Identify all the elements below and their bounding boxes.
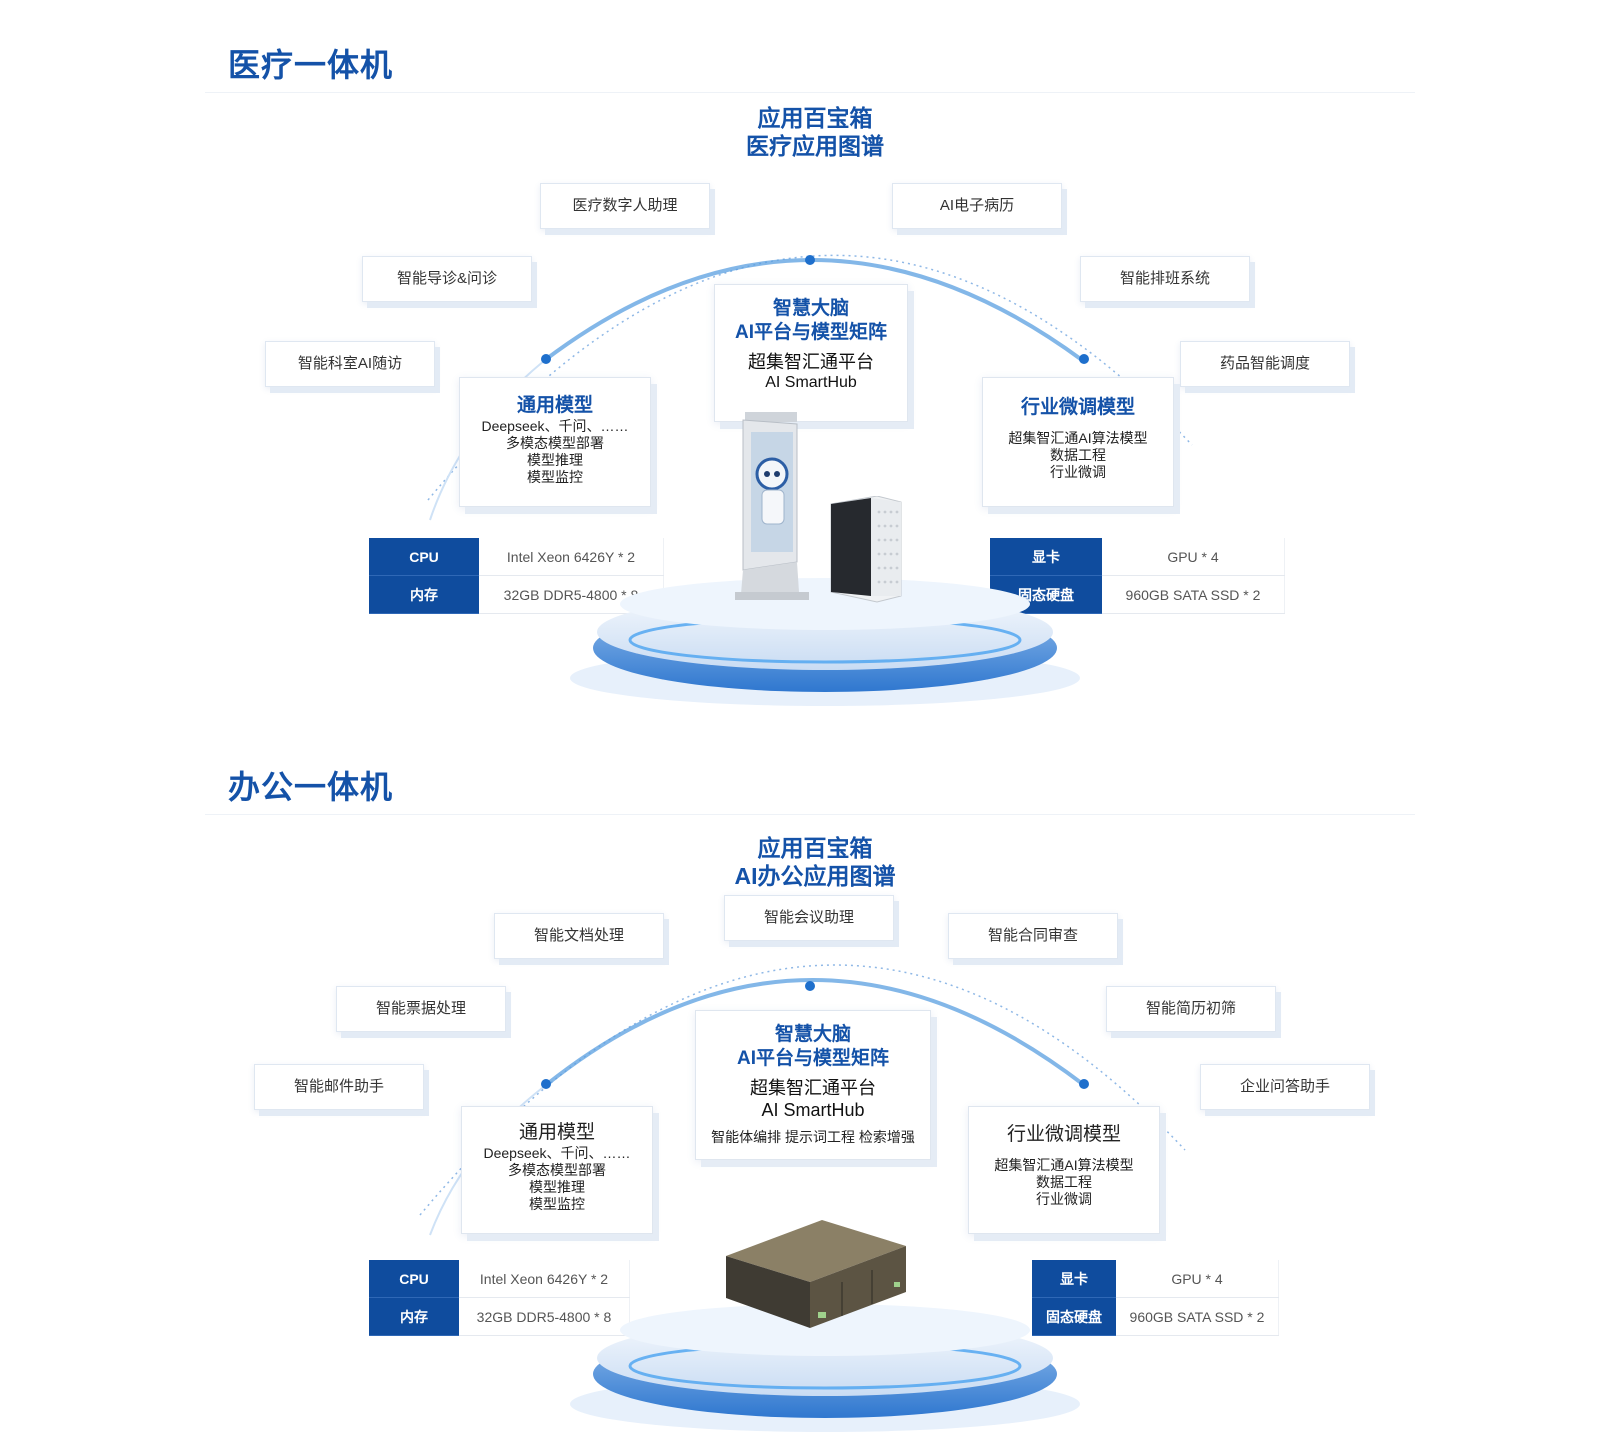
tower-server-device (827, 496, 907, 606)
toolbox-header: 应用百宝箱 AI办公应用图谱 (660, 834, 970, 890)
general-model-panel: 通用模型 Deepseek、千问、…… 多模态模型部署 模型推理 模型监控 (459, 377, 651, 507)
app-card[interactable]: 医疗数字人助理 (540, 183, 710, 229)
app-card[interactable]: 智能票据处理 (336, 986, 506, 1032)
toolbox-subtitle: AI办公应用图谱 (660, 862, 970, 890)
app-card[interactable]: 智能合同审查 (948, 913, 1118, 959)
digital-kiosk-device (735, 412, 825, 612)
industry-model-panel: 行业微调模型 超集智汇通AI算法模型 数据工程 行业微调 (982, 377, 1174, 507)
general-model-line: Deepseek、千问、…… (462, 1145, 652, 1162)
center-platform-en: AI SmartHub (715, 373, 907, 392)
spec-key: 内存 (369, 1298, 459, 1336)
arc-node-top (805, 981, 815, 991)
general-model-line: 模型监控 (462, 1196, 652, 1213)
general-model-line: Deepseek、千问、…… (460, 418, 650, 435)
spec-value: GPU * 4 (1102, 538, 1285, 576)
compact-server-device (722, 1220, 912, 1340)
app-card[interactable]: 药品智能调度 (1180, 341, 1350, 387)
toolbox-subtitle: 医疗应用图谱 (660, 132, 970, 160)
arc-node-left (541, 354, 551, 364)
app-card[interactable]: 智能科室AI随访 (265, 341, 435, 387)
spec-key: 内存 (369, 576, 479, 614)
center-brain-panel: 智慧大脑 AI平台与模型矩阵 超集智汇通平台 AI SmartHub (714, 284, 908, 422)
spec-key: CPU (369, 1260, 459, 1298)
center-brain-panel: 智慧大脑 AI平台与模型矩阵 超集智汇通平台 AI SmartHub 智能体编排… (695, 1010, 931, 1160)
industry-model-line: 行业微调 (983, 464, 1173, 481)
general-model-line: 模型推理 (462, 1179, 652, 1196)
app-card[interactable]: 企业问答助手 (1200, 1064, 1370, 1110)
arc-node-left (541, 1079, 551, 1089)
center-platform-en: AI SmartHub (696, 1099, 930, 1121)
industry-model-line: 行业微调 (969, 1191, 1159, 1208)
general-model-title: 通用模型 (460, 394, 650, 418)
center-platform-name: 超集智汇通平台 (696, 1077, 930, 1099)
app-card[interactable]: 智能邮件助手 (254, 1064, 424, 1110)
center-subtitle: AI平台与模型矩阵 (696, 1047, 930, 1071)
section-medical: 医疗一体机 应用百宝箱 医疗应用图谱 医疗数字人助理 AI电子病历 智能导诊&问… (0, 0, 1620, 720)
industry-model-panel: 行业微调模型 超集智汇通AI算法模型 数据工程 行业微调 (968, 1106, 1160, 1234)
arc-node-right (1079, 1079, 1089, 1089)
industry-model-line: 数据工程 (969, 1174, 1159, 1191)
app-card[interactable]: 智能文档处理 (494, 913, 664, 959)
app-card[interactable]: AI电子病历 (892, 183, 1062, 229)
industry-model-line: 数据工程 (983, 447, 1173, 464)
toolbox-header: 应用百宝箱 医疗应用图谱 (660, 104, 970, 160)
center-title: 智慧大脑 (715, 297, 907, 321)
general-model-line: 模型推理 (460, 452, 650, 469)
center-title: 智慧大脑 (696, 1023, 930, 1047)
spec-value: 960GB SATA SSD * 2 (1116, 1298, 1279, 1336)
spec-key: CPU (369, 538, 479, 576)
industry-model-title: 行业微调模型 (969, 1123, 1159, 1147)
spec-value: GPU * 4 (1116, 1260, 1279, 1298)
general-model-title: 通用模型 (462, 1121, 652, 1145)
spec-value: 960GB SATA SSD * 2 (1102, 576, 1285, 614)
general-model-line: 多模态模型部署 (460, 435, 650, 452)
section-office: 办公一体机 应用百宝箱 AI办公应用图谱 智能文档处理 智能会议助理 智能合同审… (0, 720, 1620, 1440)
industry-model-title: 行业微调模型 (983, 396, 1173, 420)
industry-model-line: 超集智汇通AI算法模型 (969, 1157, 1159, 1174)
center-platform-name: 超集智汇通平台 (715, 351, 907, 373)
toolbox-title: 应用百宝箱 (660, 834, 970, 862)
arc-node-right (1079, 354, 1089, 364)
toolbox-title: 应用百宝箱 (660, 104, 970, 132)
arc-node-top (805, 255, 815, 265)
industry-model-line: 超集智汇通AI算法模型 (983, 430, 1173, 447)
app-card[interactable]: 智能会议助理 (724, 895, 894, 941)
display-platform (565, 560, 1085, 710)
app-card[interactable]: 智能导诊&问诊 (362, 256, 532, 302)
app-card[interactable]: 智能排班系统 (1080, 256, 1250, 302)
general-model-panel: 通用模型 Deepseek、千问、…… 多模态模型部署 模型推理 模型监控 (461, 1106, 653, 1234)
app-card[interactable]: 智能简历初筛 (1106, 986, 1276, 1032)
center-subtitle: AI平台与模型矩阵 (715, 321, 907, 345)
general-model-line: 模型监控 (460, 469, 650, 486)
center-capabilities: 智能体编排 提示词工程 检索增强 (696, 1129, 930, 1146)
general-model-line: 多模态模型部署 (462, 1162, 652, 1179)
